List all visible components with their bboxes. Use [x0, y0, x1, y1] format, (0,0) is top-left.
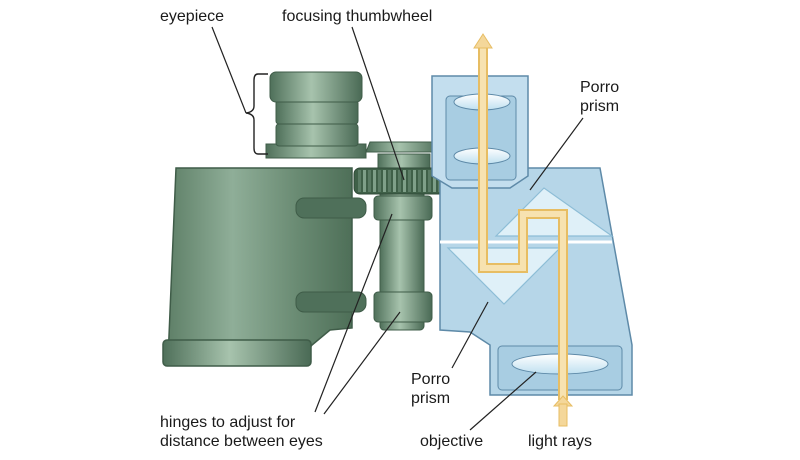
thumbwheel-tooth	[413, 170, 416, 192]
label-hinges-line1: hinges to adjust for	[160, 414, 296, 431]
thumbwheel-tooth	[368, 170, 371, 192]
left-eyepiece-ring-lower	[275, 123, 359, 147]
label-porro-prism-bottom-line2: prism	[411, 390, 451, 407]
thumbwheel-tooth	[378, 170, 381, 192]
label-focusing-thumbwheel: focusing thumbwheel	[282, 8, 433, 25]
thumbwheel-tooth	[433, 170, 436, 192]
lower-porro-prism	[446, 247, 562, 305]
left-barrel-strap-lower	[295, 291, 367, 313]
focus-knob-cap	[365, 141, 441, 153]
eyepiece-bracket	[245, 73, 268, 155]
thumbwheel-tooth	[373, 170, 376, 192]
hinge-upper	[373, 195, 433, 221]
leader-thumbwheel	[351, 26, 405, 181]
thumbwheel-tooth	[388, 170, 391, 192]
light-ray-core	[480, 48, 566, 400]
light-ray-exit-arrow	[473, 33, 493, 49]
left-barrel-strap-upper	[295, 197, 367, 219]
thumbwheel-tooth	[383, 170, 386, 192]
thumbwheel-tooth	[403, 170, 406, 192]
leader-objective	[469, 371, 537, 431]
label-porro-prism-top-line2: prism	[580, 98, 620, 115]
label-light-rays: light rays	[528, 433, 593, 450]
hinge-lower	[373, 291, 433, 323]
label-hinges-line2: distance between eyes	[160, 433, 323, 450]
thumbwheel-tooth	[423, 170, 426, 192]
label-porro-prism-top: Porro prism	[580, 78, 619, 116]
left-barrel-body	[167, 167, 353, 361]
left-eyepiece-cup	[269, 71, 363, 103]
leader-porro-bottom	[451, 301, 489, 369]
light-ray-entry-tail	[558, 403, 568, 427]
leader-hinge-lower	[323, 311, 401, 415]
leader-hinge-upper	[314, 213, 393, 413]
thumbwheel-tooth	[393, 170, 396, 192]
leader-porro-top	[529, 117, 584, 191]
label-objective: objective	[420, 433, 484, 450]
leader-eyepiece	[211, 26, 247, 114]
thumbwheel-tooth	[428, 170, 431, 192]
focus-knob-hub	[377, 153, 431, 169]
right-barrel-cutaway	[431, 75, 633, 396]
light-ray-path	[473, 33, 574, 427]
thumbwheel-tooth	[408, 170, 411, 192]
label-porro-prism-bottom-line1: Porro	[411, 371, 451, 388]
thumbwheel-tooth	[418, 170, 421, 192]
thumbwheel-tooth	[398, 170, 401, 192]
left-barrel-base-ring	[162, 339, 312, 367]
thumbwheel-knurling	[358, 170, 441, 192]
thumbwheel-tooth	[363, 170, 366, 192]
thumbwheel-tooth	[358, 170, 361, 192]
label-hinges: hinges to adjust for distance between ey…	[160, 413, 323, 451]
label-porro-prism-bottom: Porro prism	[411, 370, 450, 408]
leader-lines	[211, 26, 584, 431]
label-porro-prism-top-line1: Porro	[580, 79, 620, 96]
label-eyepiece: eyepiece	[160, 8, 225, 25]
left-eyepiece-ring-mid	[275, 99, 359, 125]
left-barrel	[162, 71, 367, 367]
